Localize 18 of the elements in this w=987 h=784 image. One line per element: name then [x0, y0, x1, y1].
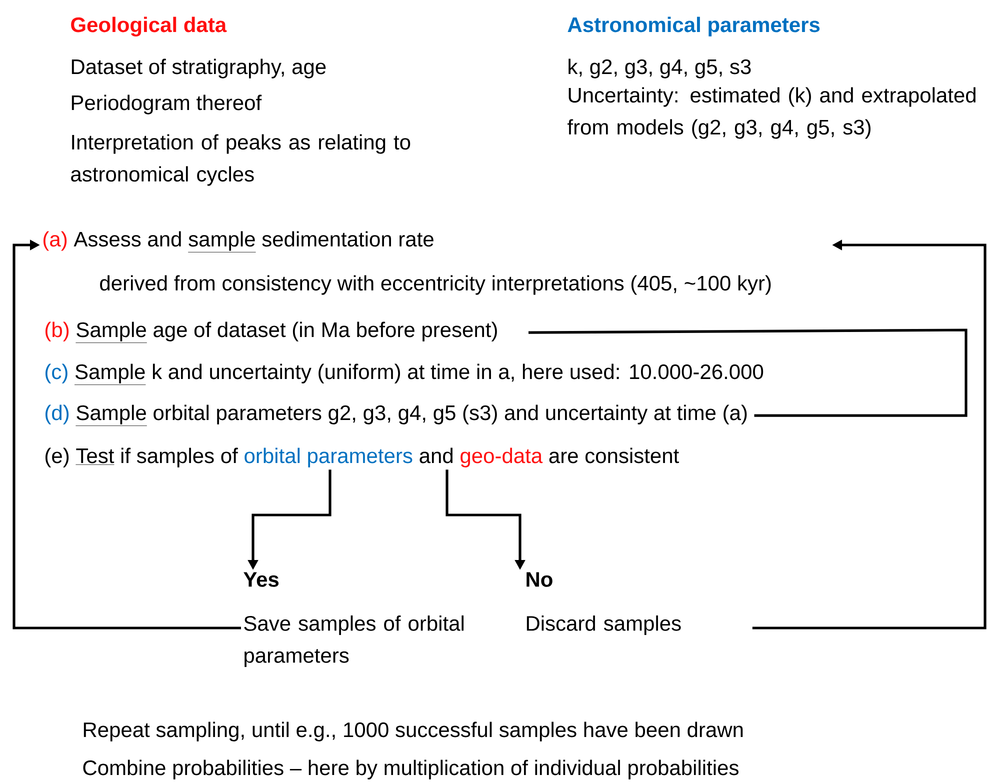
outcome-text: Yes Save samples of orbital parameters: [244, 572, 464, 668]
step-text: (b) Sample age of dataset (in Ma before present): [46, 322, 497, 343]
connector-line: [528, 328, 968, 417]
step-text: (a) Assess and sample sedimentation rate derived from consistency with eccentricity interpretations (405, ~100 kyr): [44, 231, 771, 295]
list-text: Dataset of stratigraphy, age: [72, 58, 326, 78]
step-text: (c) Sample k and uncertainty (uniform) at time in a, here used: 10.000-26.000: [46, 364, 764, 385]
note-text: Repeat sampling, until e.g., 1000 successful samples have been drawn: [84, 722, 743, 742]
step-text: (d) Sample orbital parameters g2, g3, g4, g5 (s3) and uncertainty at time (a): [46, 404, 747, 426]
heading: Geological data: [71, 16, 227, 36]
list-text: Periodogram thereof: [72, 94, 262, 114]
step-text: (e) Test if samples of orbital parameters and geo-data are consistent: [46, 448, 679, 468]
outcome-text: No Discard samples: [526, 572, 681, 636]
list-text: Interpretation of peaks as relating to astronomical cycles: [71, 134, 410, 186]
heading: Astronomical parameters: [568, 16, 820, 36]
note-text: Combine probabilities – here by multiplication of individual probabilities: [83, 760, 738, 780]
arrow: [12, 240, 241, 630]
list-text: Uncertainty: estimated (k) and extrapolated from models (g2, g3, g4, g5, s3): [568, 87, 976, 139]
list-text: k, g2, g3, g4, g5, s3: [568, 58, 751, 78]
